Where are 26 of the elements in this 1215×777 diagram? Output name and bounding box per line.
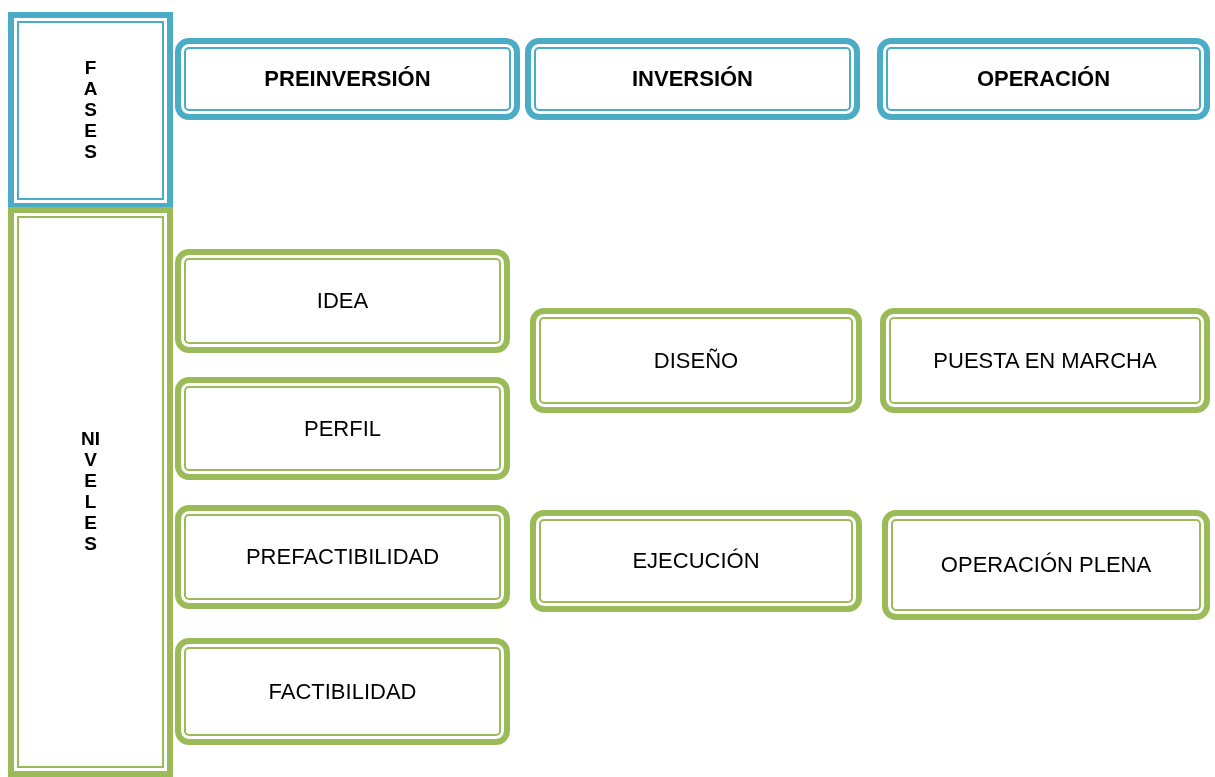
band-panel <box>8 207 173 777</box>
level-label: IDEA <box>316 288 369 314</box>
phase-box <box>877 38 1210 120</box>
band-panel <box>8 12 173 209</box>
level-label: PREFACTIBILIDAD <box>245 544 440 570</box>
level-box <box>530 510 862 612</box>
level-box <box>882 510 1210 620</box>
phase-box <box>175 38 520 120</box>
level-label: PERFIL <box>304 415 381 442</box>
phase-heading: PREINVERSIÓN <box>264 66 431 92</box>
phase-heading: INVERSIÓN <box>632 66 753 92</box>
level-label: DISEÑO <box>653 347 739 374</box>
level-label: FACTIBILIDAD <box>268 678 417 705</box>
level-box <box>880 308 1210 413</box>
level-label: EJECUCIÓN <box>632 548 760 574</box>
level-box <box>175 638 510 745</box>
vertical-heading: FASES <box>82 58 99 163</box>
level-box <box>175 249 510 353</box>
phase-heading: OPERACIÓN <box>976 66 1111 92</box>
vertical-heading: NIVELES <box>81 429 100 555</box>
level-box <box>175 377 510 480</box>
level-box <box>530 308 862 413</box>
level-box <box>175 505 510 609</box>
level-label: OPERACIÓN PLENA <box>940 552 1152 578</box>
level-label: PUESTA EN MARCHA <box>933 347 1157 374</box>
phase-box <box>525 38 860 120</box>
